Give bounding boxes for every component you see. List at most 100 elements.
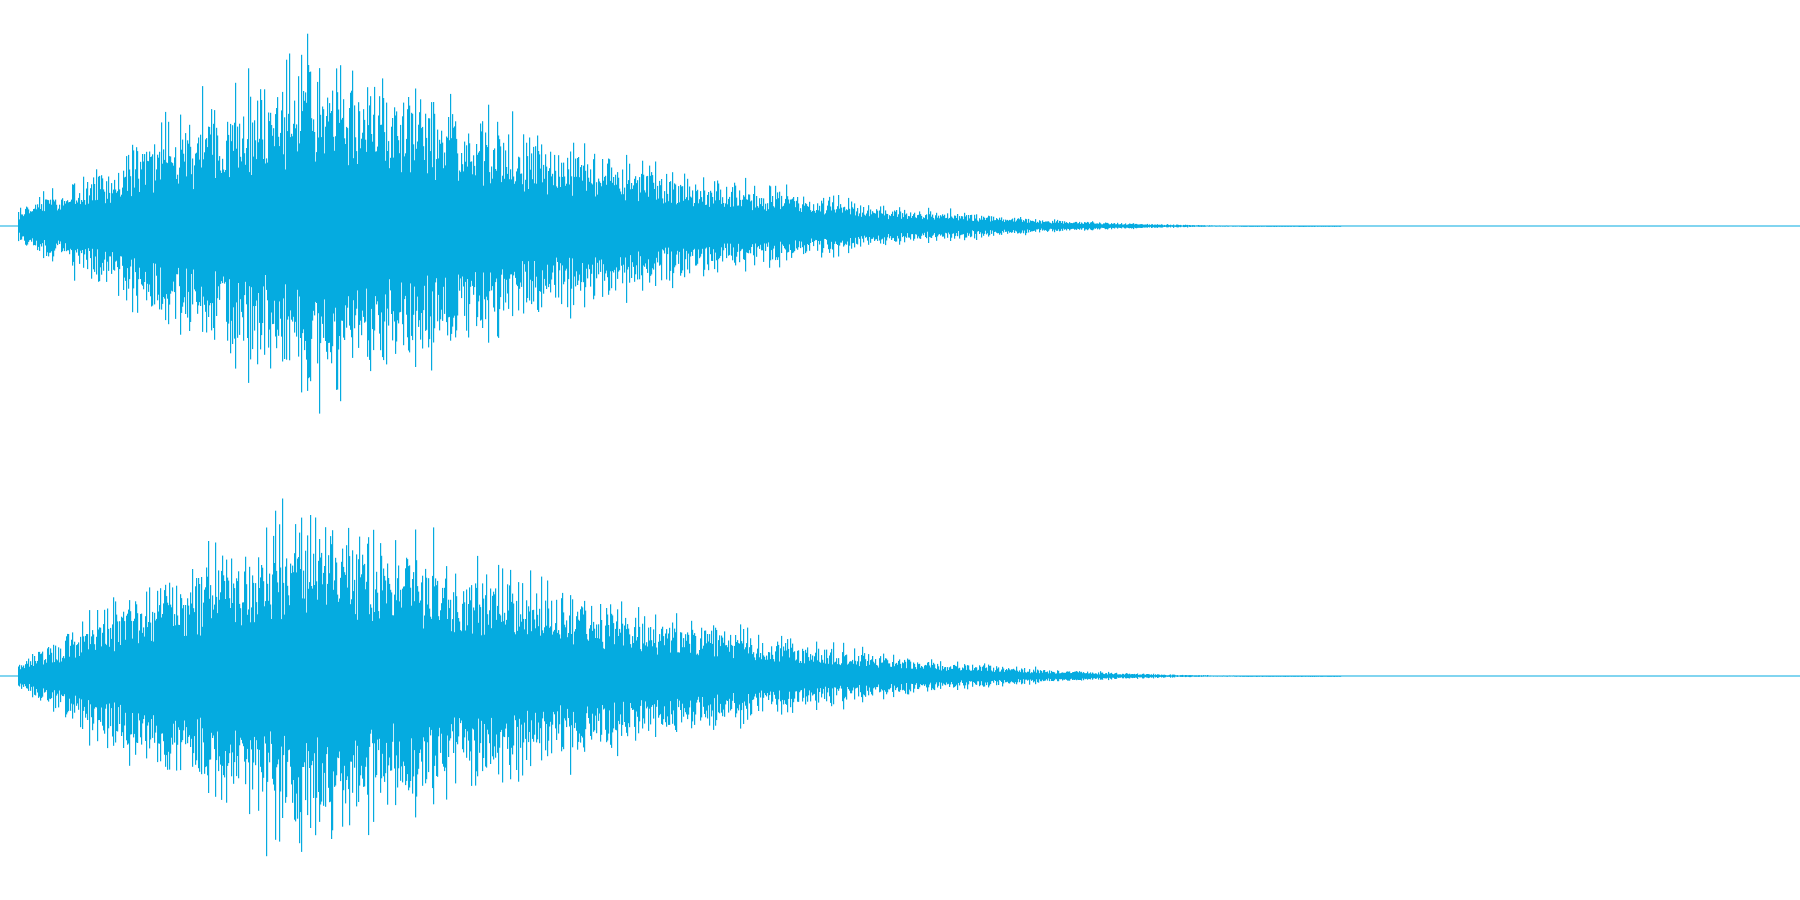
waveform-sample <box>444 587 446 772</box>
waveform-sample <box>856 211 858 244</box>
waveform-sample <box>118 642 120 708</box>
waveform-sample <box>806 204 808 252</box>
waveform-sample <box>25 664 27 687</box>
waveform-sample <box>522 583 524 776</box>
waveform-sample <box>930 667 932 683</box>
waveform-sample <box>190 146 192 322</box>
waveform-sample <box>200 134 202 306</box>
waveform-sample <box>1079 221 1081 230</box>
waveform-sample <box>1202 675 1204 677</box>
waveform-sample <box>312 130 314 321</box>
waveform-sample <box>701 197 703 254</box>
waveform-sample <box>877 210 879 241</box>
waveform-sample <box>726 186 728 259</box>
waveform-sample <box>408 97 410 351</box>
waveform-sample <box>1141 674 1143 678</box>
waveform-sample <box>1135 223 1137 229</box>
waveform-sample <box>725 645 727 705</box>
waveform-sample <box>1333 225 1335 227</box>
waveform-sample <box>712 197 714 261</box>
waveform-sample <box>983 665 985 687</box>
waveform-sample <box>400 589 402 781</box>
waveform-sample <box>1035 666 1037 685</box>
waveform-sample <box>328 121 330 343</box>
waveform-sample <box>741 206 743 250</box>
waveform-sample <box>1066 671 1068 680</box>
waveform-sample <box>367 543 369 795</box>
waveform-sample <box>792 198 794 254</box>
waveform-sample <box>302 111 304 334</box>
waveform-sample <box>575 629 577 723</box>
waveform-sample <box>1098 672 1100 680</box>
waveform-sample <box>380 124 382 351</box>
waveform-sample <box>551 176 553 280</box>
waveform-sample <box>785 643 787 704</box>
waveform-sample <box>30 661 32 691</box>
waveform-sample <box>205 139 207 312</box>
waveform-sample <box>659 634 661 716</box>
waveform-sample <box>819 661 821 692</box>
waveform-sample <box>1000 671 1002 681</box>
waveform-sample <box>854 648 856 700</box>
waveform-sample <box>1227 225 1229 227</box>
waveform-sample <box>780 648 782 702</box>
waveform-sample <box>1032 672 1034 680</box>
waveform-sample <box>1019 219 1021 233</box>
waveform-sample <box>1055 222 1057 230</box>
waveform-sample <box>879 658 881 693</box>
waveform-sample <box>573 142 575 306</box>
waveform-sample <box>876 209 878 240</box>
waveform-sample <box>1094 223 1096 229</box>
waveform-sample <box>383 98 385 361</box>
waveform-sample <box>72 184 74 266</box>
waveform-sample <box>620 632 622 715</box>
waveform-sample <box>676 613 678 732</box>
waveform-sample <box>157 590 159 763</box>
waveform-sample <box>481 635 483 721</box>
waveform-sample <box>1106 673 1108 679</box>
waveform-sample <box>751 200 753 247</box>
waveform-sample <box>1170 674 1172 678</box>
waveform-sample <box>929 214 931 237</box>
waveform-sample <box>1242 225 1244 227</box>
waveform-sample <box>653 182 655 270</box>
waveform-sample <box>258 557 260 811</box>
waveform-sample <box>70 645 72 711</box>
waveform-sample <box>1287 675 1289 677</box>
waveform-sample <box>21 214 23 240</box>
waveform-sample <box>1144 674 1146 678</box>
waveform-sample <box>729 651 731 699</box>
waveform-sample <box>1324 675 1326 677</box>
waveform-sample <box>485 595 487 767</box>
waveform-sample <box>626 154 628 303</box>
waveform-sample <box>89 610 91 746</box>
waveform-sample <box>560 638 562 706</box>
waveform-sample <box>544 178 546 279</box>
waveform-sample <box>313 119 315 311</box>
waveform-sample <box>500 615 502 732</box>
waveform-sample <box>1152 675 1154 678</box>
waveform-sample <box>1291 225 1293 227</box>
waveform-sample <box>1189 675 1191 678</box>
waveform-sample <box>93 634 95 724</box>
waveform-sample <box>581 165 583 283</box>
waveform-sample <box>1017 218 1019 234</box>
waveform-sample <box>375 589 377 778</box>
waveform-sample <box>569 184 571 258</box>
waveform-sample <box>165 584 167 767</box>
waveform-sample <box>857 208 859 245</box>
waveform-sample <box>704 190 706 270</box>
waveform-sample <box>520 173 522 283</box>
waveform-sample <box>981 215 983 238</box>
waveform-sample <box>1147 674 1149 678</box>
waveform-sample <box>1100 223 1102 229</box>
waveform-sample <box>737 205 739 252</box>
waveform-sample <box>505 624 507 729</box>
waveform-sample <box>218 160 220 287</box>
waveform-sample <box>60 209 62 242</box>
waveform-sample <box>272 135 274 325</box>
waveform-sample <box>170 156 172 294</box>
waveform-sample <box>1334 675 1336 677</box>
waveform-sample <box>454 126 456 316</box>
waveform-sample <box>36 663 38 689</box>
